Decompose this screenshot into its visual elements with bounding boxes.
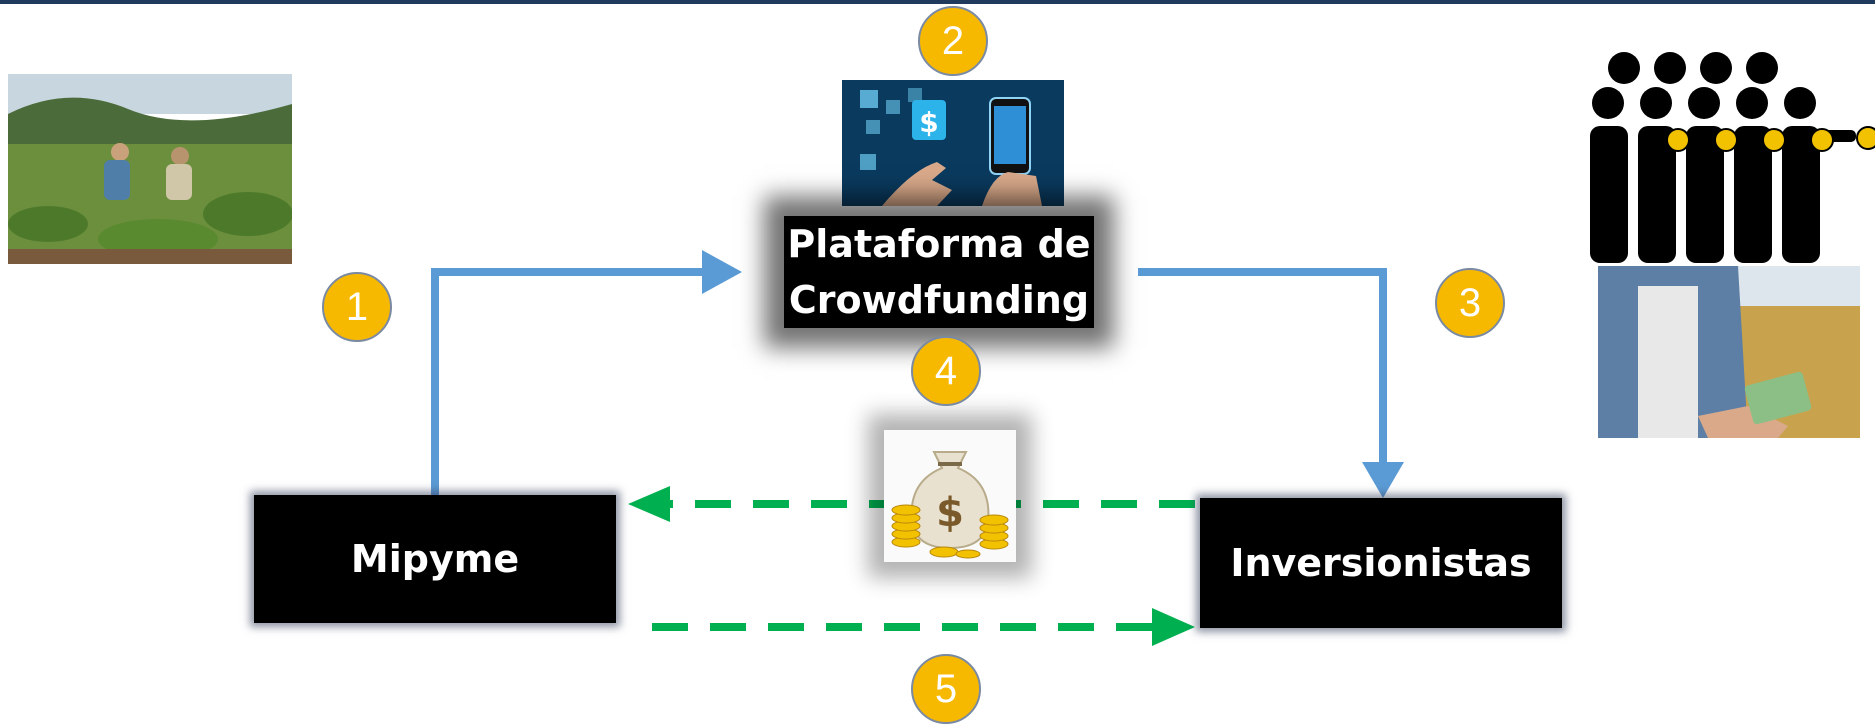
platform-label-line1: Plataforma de (787, 222, 1091, 266)
platform-image: $ (842, 80, 1064, 206)
step-badge-4: 4 (911, 336, 981, 406)
farmer-money-photo (1598, 266, 1860, 438)
arrow-platform-to-inversionistas (1138, 268, 1404, 498)
farmers-field-icon (8, 74, 292, 264)
platform-label-line2: Crowdfunding (788, 278, 1090, 322)
farmer-money-icon (1598, 266, 1860, 438)
step-badge-2: 2 (918, 6, 988, 76)
platform-node: Plataforma de Crowdfunding (784, 216, 1094, 328)
step-badge-5: 5 (911, 654, 981, 724)
top-border (0, 0, 1875, 4)
digital-payment-icon: $ (842, 80, 1064, 206)
step-badge-1: 1 (322, 272, 392, 342)
money-bag-image: $ (884, 430, 1016, 562)
mipyme-box: Mipyme (254, 495, 616, 623)
svg-text:$: $ (936, 490, 964, 536)
step-badge-3: 3 (1435, 268, 1505, 338)
arrow-mipyme-to-inversionistas (652, 608, 1195, 646)
investors-icon (1586, 48, 1875, 263)
farmers-photo (8, 74, 292, 264)
inversionistas-box: Inversionistas (1200, 498, 1562, 628)
arrow-mipyme-to-platform (431, 250, 742, 495)
svg-text:$: $ (919, 106, 938, 139)
mipyme-label: Mipyme (350, 537, 520, 581)
crowd-with-coins-icon (1590, 52, 1875, 263)
inversionistas-label: Inversionistas (1230, 541, 1532, 585)
money-bag-icon: $ (884, 430, 1016, 562)
